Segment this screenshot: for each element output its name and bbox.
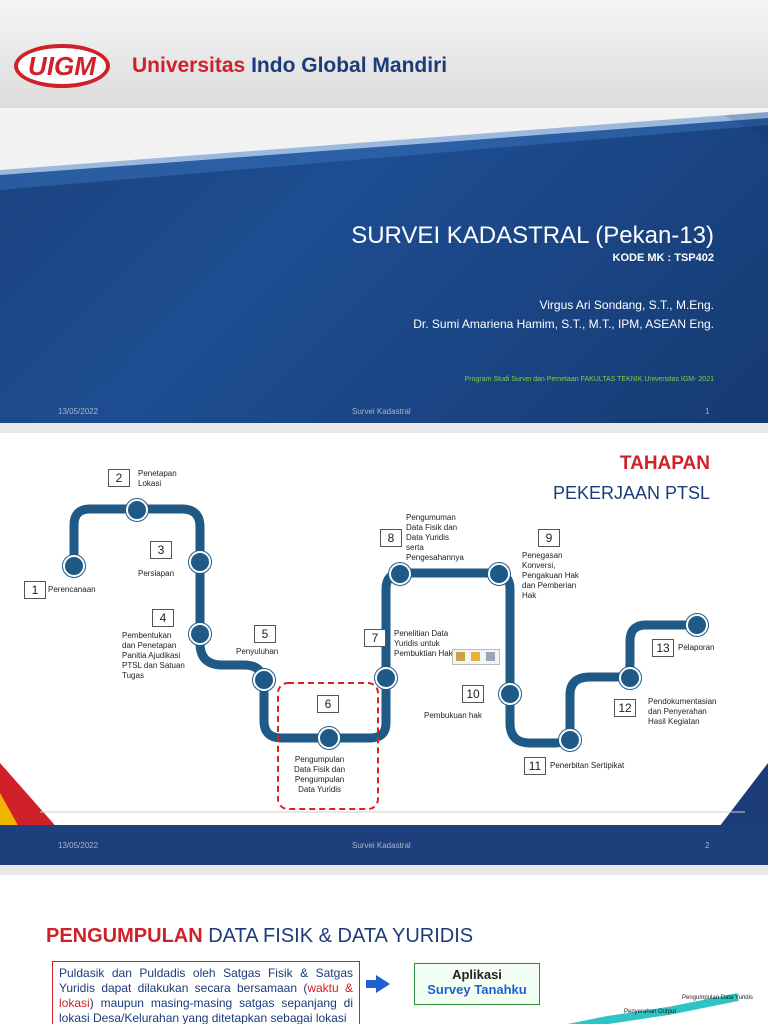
step-1-label: Perencanaan [48, 585, 96, 594]
clipboard-icon[interactable] [486, 652, 495, 661]
step-13-icon [686, 614, 708, 636]
step-9-number: 9 [538, 529, 560, 547]
arrow-shaft [366, 980, 376, 988]
step-6-number: 6 [317, 695, 339, 713]
title-slide: UIGM Universitas Indo Global Mandiri SUR… [0, 0, 768, 423]
diagram-label-output: Penyerahan Output [624, 1009, 677, 1015]
step-3-label: Persiapan [138, 569, 175, 578]
footer-title: Survei Kadastral [352, 407, 411, 416]
program-line: Program Studi Survei dan Pemetaan FAKULT… [464, 376, 714, 383]
text-icon[interactable] [471, 652, 480, 661]
step-11-label: Penerbitan Sertipikat [550, 761, 625, 770]
step-12-icon [619, 667, 641, 689]
header-swoosh [0, 108, 768, 170]
step-11-icon [559, 729, 581, 751]
step-4-label: Pembentukan dan Penetapan Panitia Ajudik… [122, 631, 185, 680]
step-1-number: 1 [24, 581, 46, 599]
author-2: Dr. Sumi Amariena Hamim, S.T., M.T., IPM… [413, 317, 714, 331]
footer-title: Survei Kadastral [352, 841, 411, 850]
step-2-label: Penetapan Lokasi [138, 469, 177, 488]
slide-title-line2: PEKERJAAN PTSL [552, 483, 710, 503]
step-9-label: Penegasan Konversi, Pengakuan Hak dan Pe… [522, 551, 579, 600]
app-label: Aplikasi [452, 967, 502, 982]
step-10-icon [499, 683, 521, 705]
course-code: KODE MK : TSP402 [612, 252, 714, 264]
footer-page: 2 [705, 841, 710, 850]
highlight-box-step-6 [277, 682, 379, 810]
step-12-number: 12 [614, 699, 636, 717]
step-1-icon [63, 555, 85, 577]
data-collection-slide: PENGUMPULAN DATA FISIK & DATA YURIDIS Pu… [0, 875, 768, 1024]
app-name: Survey Tanahku [427, 982, 527, 997]
step-7-label: Penelitian Data Yuridis untuk Pembuktian… [394, 629, 453, 658]
step-10-number: 10 [462, 685, 484, 703]
step-7-number: 7 [364, 629, 386, 647]
step-3-icon [189, 551, 211, 573]
step-4-number: 4 [152, 609, 174, 627]
step-8-number: 8 [380, 529, 402, 547]
step-7-icon [375, 667, 397, 689]
ptsl-stages-slide: TAHAPAN PEKERJAAN PTSL 1 2 3 4 5 6 7 8 9… [0, 433, 768, 865]
step-13-number: 13 [652, 639, 674, 657]
app-box: Aplikasi Survey Tanahku [414, 963, 540, 1005]
slide-title-line1: TAHAPAN [619, 453, 710, 474]
header-band [0, 0, 768, 108]
slide-heading: PENGUMPULAN DATA FISIK & DATA YURIDIS [46, 925, 474, 947]
step-5-number: 5 [254, 625, 276, 643]
step-2-number: 2 [108, 469, 130, 487]
step-6-icon [318, 727, 340, 749]
paste-icon[interactable] [456, 652, 465, 661]
step-10-label: Pembukuan hak [424, 711, 482, 720]
step-5-icon [253, 669, 275, 691]
step-5-label: Penyuluhan [236, 647, 279, 656]
step-3-number: 3 [150, 541, 172, 559]
paste-options-toolbar[interactable] [452, 649, 500, 665]
workflow-diagram [567, 993, 739, 1024]
description-box: Puldasik dan Puldadis oleh Satgas Fisik … [52, 961, 360, 1024]
step-8-label: Pengumuman Data Fisik dan Data Yuridis s… [406, 513, 464, 562]
step-8-icon [389, 563, 411, 585]
step-12-label: Pendokumentasian dan Penyerahan Hasil Ke… [648, 697, 717, 726]
diagram-label-yuridis: Pengumpulan Data Yuridis [682, 995, 753, 1001]
step-2-icon [126, 499, 148, 521]
step-4-icon [189, 623, 211, 645]
author-1: Virgus Ari Sondang, S.T., M.Eng. [539, 298, 714, 312]
right-arrow-icon [376, 975, 390, 993]
footer-page: 1 [705, 407, 710, 416]
university-name: Universitas Indo Global Mandiri [132, 54, 448, 77]
step-9-icon [488, 563, 510, 585]
footer-date: 13/05/2022 [58, 841, 99, 850]
uigm-logo: UIGM [14, 44, 110, 88]
step-13-label: Pelaporan [678, 643, 715, 652]
step-6-label: Pengumpulan Data Fisik dan Pengumpulan D… [294, 755, 346, 794]
footer-date: 13/05/2022 [58, 407, 99, 416]
step-11-number: 11 [524, 757, 546, 775]
presentation-title: SURVEI KADASTRAL (Pekan-13) [351, 222, 714, 249]
